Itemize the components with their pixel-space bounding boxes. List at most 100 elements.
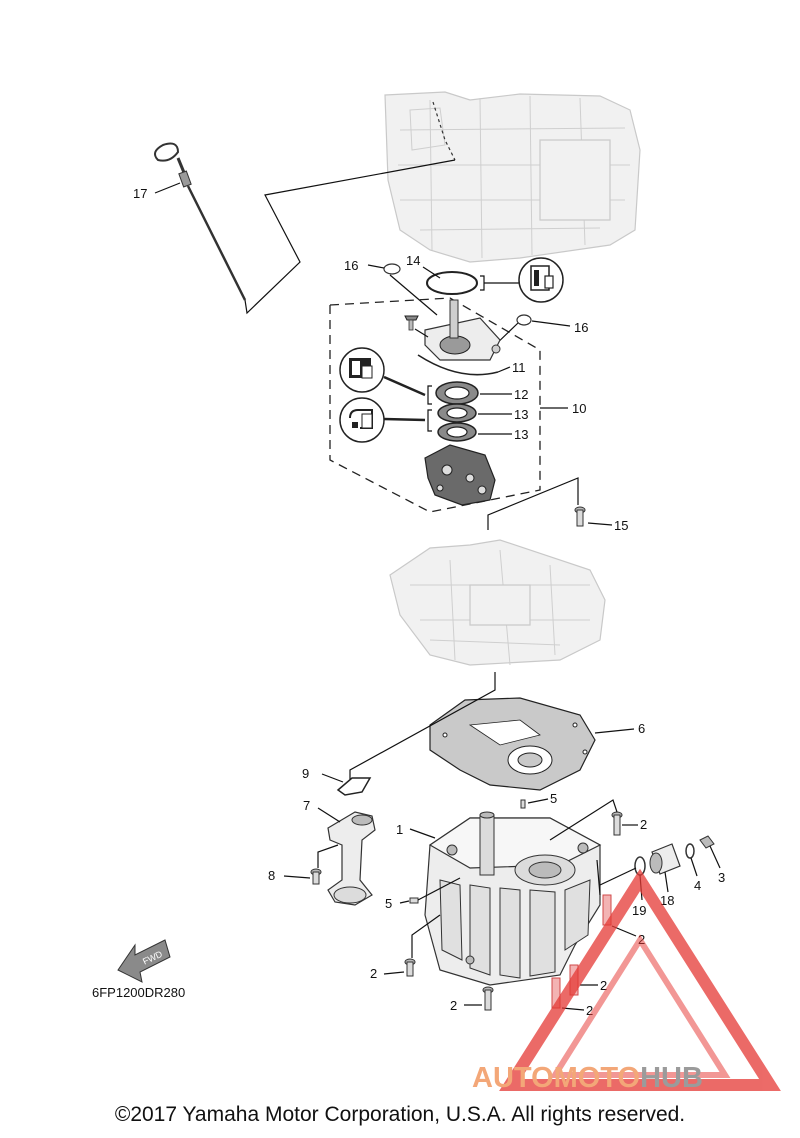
watermark-text-part2: HUB	[640, 1062, 703, 1094]
grease-icon-3	[339, 397, 385, 443]
watermark-text-part1: AUTOMOTO	[472, 1062, 640, 1094]
screw-guide	[414, 328, 429, 338]
callout-9-leader	[321, 773, 344, 783]
seal-12-bracket	[427, 385, 432, 405]
oil-strainer-part-7	[327, 811, 376, 906]
callout-2b-leader	[383, 971, 405, 975]
svg-text:AUTOMOTOHUB: AUTOMOTOHUB	[472, 1062, 703, 1094]
callout-2f: 2	[586, 1003, 593, 1018]
callout-5b: 5	[385, 896, 392, 911]
callout-11-leader	[497, 366, 511, 373]
bolt-15-guide	[487, 477, 579, 530]
grease-icon	[518, 257, 564, 303]
engine-block-ghost	[384, 91, 641, 263]
callout-8-leader	[283, 875, 311, 879]
screw-small	[404, 315, 419, 331]
callout-2e: 2	[600, 978, 607, 993]
callout-12: 12	[514, 387, 528, 402]
watermark-triangle	[499, 868, 781, 1091]
oil-seal-part-12	[435, 381, 479, 405]
forward-direction-arrow: FWD	[117, 939, 171, 983]
watermark-logo: AUTOMOTOHUB	[472, 868, 781, 1094]
bolt-part-2-left	[404, 958, 416, 977]
bolt-part-8	[310, 868, 322, 885]
bolt-2-left-guide	[411, 914, 441, 958]
callout-1-leader	[409, 828, 436, 839]
callout-8: 8	[268, 868, 275, 883]
callout-15: 15	[614, 518, 628, 533]
callout-5b-leader	[399, 900, 410, 904]
seal-13-bracket	[427, 409, 432, 432]
bolt-2-top-guide	[549, 799, 618, 841]
o-ring-part-14	[426, 271, 478, 295]
callout-14: 14	[406, 253, 420, 268]
grease-icon-2-pointer	[383, 375, 426, 397]
callout-7-leader	[317, 807, 341, 823]
callout-3: 3	[718, 870, 725, 885]
callout-17: 17	[133, 186, 147, 201]
copyright-footer: ©2017 Yamaha Motor Corporation, U.S.A. A…	[114, 1103, 686, 1126]
callout-7: 7	[303, 798, 310, 813]
callout-17-leader	[154, 182, 181, 194]
callout-1: 1	[396, 822, 403, 837]
grease-icon-3-pointer	[383, 417, 426, 422]
strainer-bolt-guide	[317, 844, 339, 868]
bolt-part-2-bottom	[482, 986, 494, 1011]
callout-2a: 2	[640, 817, 647, 832]
callout-19: 19	[632, 903, 646, 918]
callout-16a: 16	[344, 258, 358, 273]
oil-pump-cover	[424, 299, 501, 361]
bolt-part-15	[574, 506, 586, 527]
gasket-part-6	[429, 697, 596, 791]
callout-11: 11	[512, 360, 526, 375]
drain-guide	[599, 867, 637, 886]
callout-5a-leader	[527, 798, 549, 804]
callout-13a: 13	[514, 407, 528, 422]
callout-16b: 16	[574, 320, 588, 335]
seal-part-16-right	[516, 314, 532, 326]
drain-plug-part-3	[699, 835, 715, 849]
callout-4-leader	[690, 857, 698, 877]
oil-seal-part-13-upper	[437, 403, 477, 423]
bolt-part-5-left	[409, 897, 419, 904]
callout-18-leader	[664, 871, 669, 893]
seal-16-guide	[389, 274, 438, 316]
callout-16b-leader	[531, 320, 571, 327]
bolt-part-2-top-right	[611, 811, 623, 836]
oil-pan-part-1	[424, 811, 602, 986]
dipstick-part-17	[153, 142, 247, 301]
callout-2b: 2	[370, 966, 377, 981]
crankcase-guide	[349, 672, 496, 780]
callout-5a: 5	[550, 791, 557, 806]
callout-6-leader	[594, 728, 635, 734]
crankcase-ghost	[389, 539, 606, 666]
grease-icon-2	[339, 347, 385, 393]
callout-4: 4	[694, 878, 701, 893]
callout-3-leader	[709, 845, 721, 869]
bolt-2-long-right-guide	[596, 859, 601, 896]
callout-9: 9	[302, 766, 309, 781]
callout-18: 18	[660, 893, 674, 908]
oil-pump-assembly-outline-10	[329, 297, 541, 513]
o-ring-14-bracket	[480, 275, 520, 291]
gasket-part-9	[336, 777, 372, 796]
gasket-part-4	[685, 843, 695, 859]
diagram-code: 6FP1200DR280	[92, 985, 185, 1000]
callout-6: 6	[638, 721, 645, 736]
callout-10: 10	[572, 401, 586, 416]
oil-seal-part-13-lower	[437, 422, 477, 442]
bolt-5-guide	[417, 877, 461, 901]
dipstick-guide-hidden-line	[432, 101, 456, 161]
dipstick-leader	[244, 159, 456, 315]
callout-2c: 2	[450, 998, 457, 1013]
callout-14-leader	[422, 266, 441, 279]
bolt-part-5-top	[520, 799, 526, 809]
oil-pump-body	[424, 444, 496, 506]
drain-fitting-part-18	[649, 843, 681, 875]
callout-16a-leader	[367, 264, 385, 269]
callout-15-leader	[587, 522, 613, 526]
o-ring-part-11	[417, 354, 499, 376]
seal-part-16-left	[383, 263, 401, 275]
callout-13b: 13	[514, 427, 528, 442]
